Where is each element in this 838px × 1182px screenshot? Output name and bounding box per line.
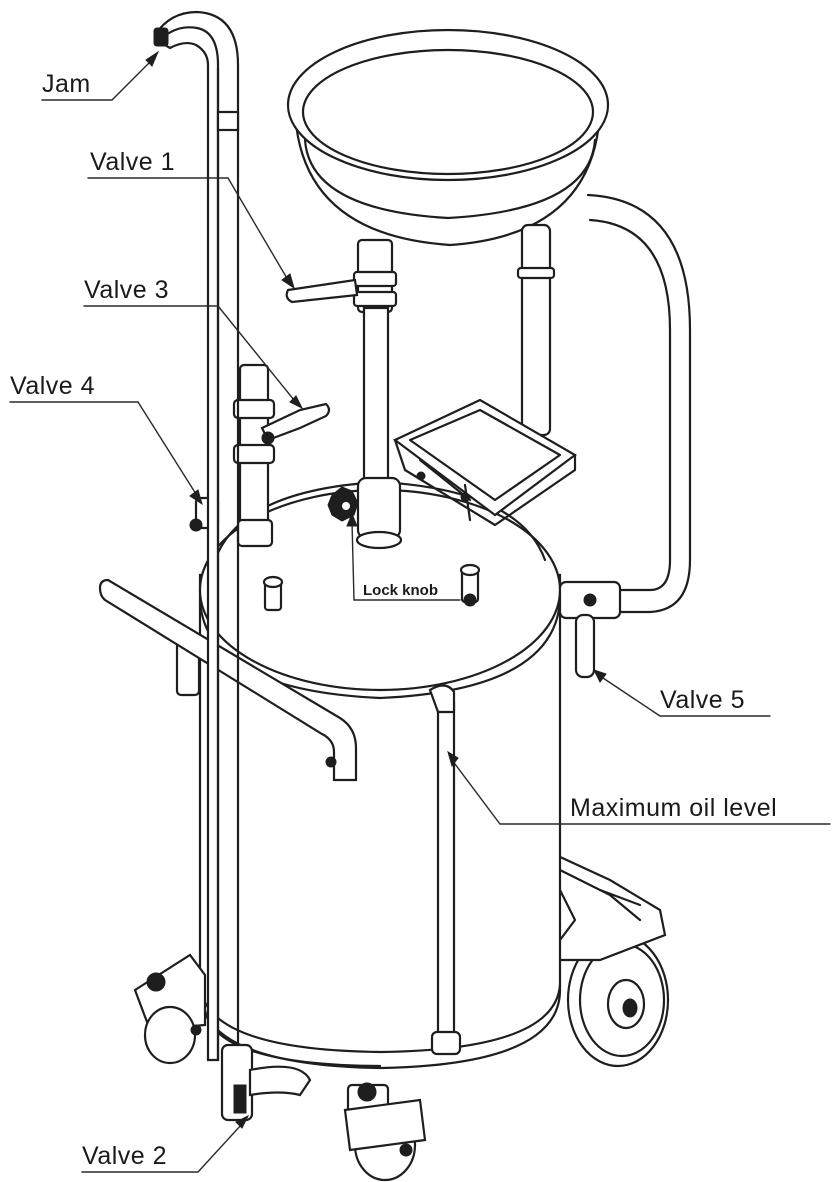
tray [392, 398, 577, 527]
central-tube [327, 306, 403, 550]
label-lock-knob: Lock knob [363, 582, 439, 599]
valve-2-assembly [220, 1043, 312, 1122]
label-valve-2: Valve 2 [82, 1142, 168, 1170]
rear-wheel [566, 932, 670, 1068]
tall-rod [153, 10, 240, 1062]
funnel [286, 28, 610, 437]
rear-base-frame [543, 848, 667, 962]
leader-lines [9, 50, 831, 1173]
label-valve-4: Valve 4 [10, 372, 96, 400]
left-caster [133, 953, 207, 1065]
label-jam: Jam [42, 70, 91, 98]
front-caster [343, 1082, 427, 1182]
tank [175, 480, 562, 1070]
valve-1 [285, 278, 359, 304]
label-valve-3: Valve 3 [84, 276, 170, 304]
pull-handle [98, 578, 358, 782]
label-valve-1: Valve 1 [90, 148, 176, 176]
label-valve-5: Valve 5 [660, 686, 746, 714]
valve-3-4-assembly [189, 363, 331, 548]
valve-5-pipe [558, 193, 692, 679]
label-maximum-oil-level: Maximum oil level [570, 794, 778, 822]
oil-level-gauge [428, 684, 462, 1056]
